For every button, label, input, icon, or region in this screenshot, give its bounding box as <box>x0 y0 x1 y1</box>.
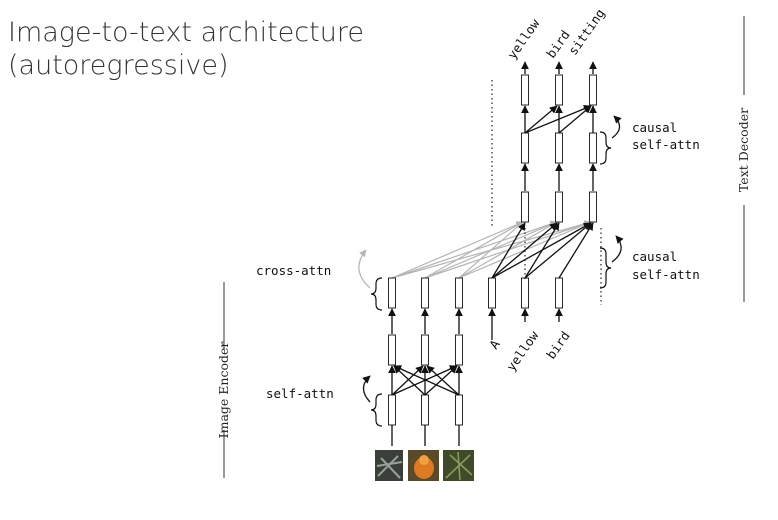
causal-mid-curve-arrow <box>611 235 624 263</box>
decoder-box <box>521 191 529 223</box>
decoder-token-box <box>555 277 563 309</box>
self-attn-edge <box>424 365 458 396</box>
cross-attn-edge <box>458 221 558 279</box>
decoder-input-token: yellow <box>503 328 541 374</box>
causal-attn-edge <box>524 222 560 279</box>
self-attn-edge <box>393 365 460 396</box>
self-attn-label: self-attn <box>266 386 334 401</box>
causal-top-edge <box>524 105 558 134</box>
causal-mid-label-2: self-attn <box>632 267 700 282</box>
cross-attn-brace <box>370 277 383 311</box>
causal-top-edge <box>558 105 592 134</box>
causal-mid-brace <box>599 247 612 289</box>
causal-top-label-2: self-attn <box>632 137 700 152</box>
decoder-token-box <box>488 277 496 309</box>
causal-top-brace <box>599 131 612 165</box>
diagram-edges <box>388 61 597 446</box>
encoder-box <box>388 334 396 366</box>
self-attn-curve-arrow <box>362 375 371 403</box>
causal-top-curve-arrow <box>611 115 622 139</box>
text-decoder-label: Text Decoder <box>736 108 751 192</box>
encoder-box <box>455 277 463 309</box>
decoder-box <box>555 132 563 164</box>
cross-attn-edge <box>458 221 524 279</box>
decoder-box <box>521 132 529 164</box>
encoder-box <box>421 394 429 426</box>
image-encoder-rule: Image Encoder <box>216 282 231 478</box>
title-line-1: Image-to-text architecture <box>8 17 364 48</box>
cross-attn-edge <box>424 221 524 279</box>
causal-top-edge <box>524 105 592 134</box>
causal-attn-edge <box>524 222 592 279</box>
decoder-box <box>589 132 597 164</box>
decoder-output-token: yellow <box>504 16 542 62</box>
causal-top-label-1: causal <box>632 120 677 135</box>
encoder-box <box>421 277 429 309</box>
decoder-token-box <box>521 277 529 309</box>
decoder-box <box>521 74 529 106</box>
title-line-2: (autoregressive) <box>8 50 229 81</box>
encoder-box <box>455 334 463 366</box>
self-attn-edge <box>393 365 426 396</box>
self-attn-edge <box>426 365 460 396</box>
decoder-input-token: bird <box>543 328 573 361</box>
causal-mid-label-1: causal <box>632 249 677 264</box>
self-attn-brace <box>370 393 383 427</box>
decoder-box <box>555 74 563 106</box>
cross-attn-curve-arrow <box>358 249 371 289</box>
encoder-box <box>388 394 396 426</box>
decoder-box <box>589 74 597 106</box>
image-encoder-label: Image Encoder <box>216 342 231 439</box>
self-attn-edge <box>391 365 424 396</box>
encoder-box <box>421 334 429 366</box>
decoder-box <box>589 191 597 223</box>
causal-attn-edge <box>558 222 594 279</box>
decoder-output-token: sitting <box>565 6 608 58</box>
diagram-boxes <box>388 74 597 426</box>
encoder-box <box>455 394 463 426</box>
cross-attn-label: cross-attn <box>256 263 331 278</box>
text-decoder-rule: Text Decoder <box>736 16 751 302</box>
decoder-box <box>555 191 563 223</box>
encoder-box <box>388 277 396 309</box>
cross-attn-edge <box>391 221 524 279</box>
decoder-input-token: A <box>486 337 503 352</box>
image-patches <box>375 450 474 481</box>
page-title: Image-to-text architecture (autoregressi… <box>8 16 364 82</box>
causal-attn-edge <box>491 222 526 279</box>
